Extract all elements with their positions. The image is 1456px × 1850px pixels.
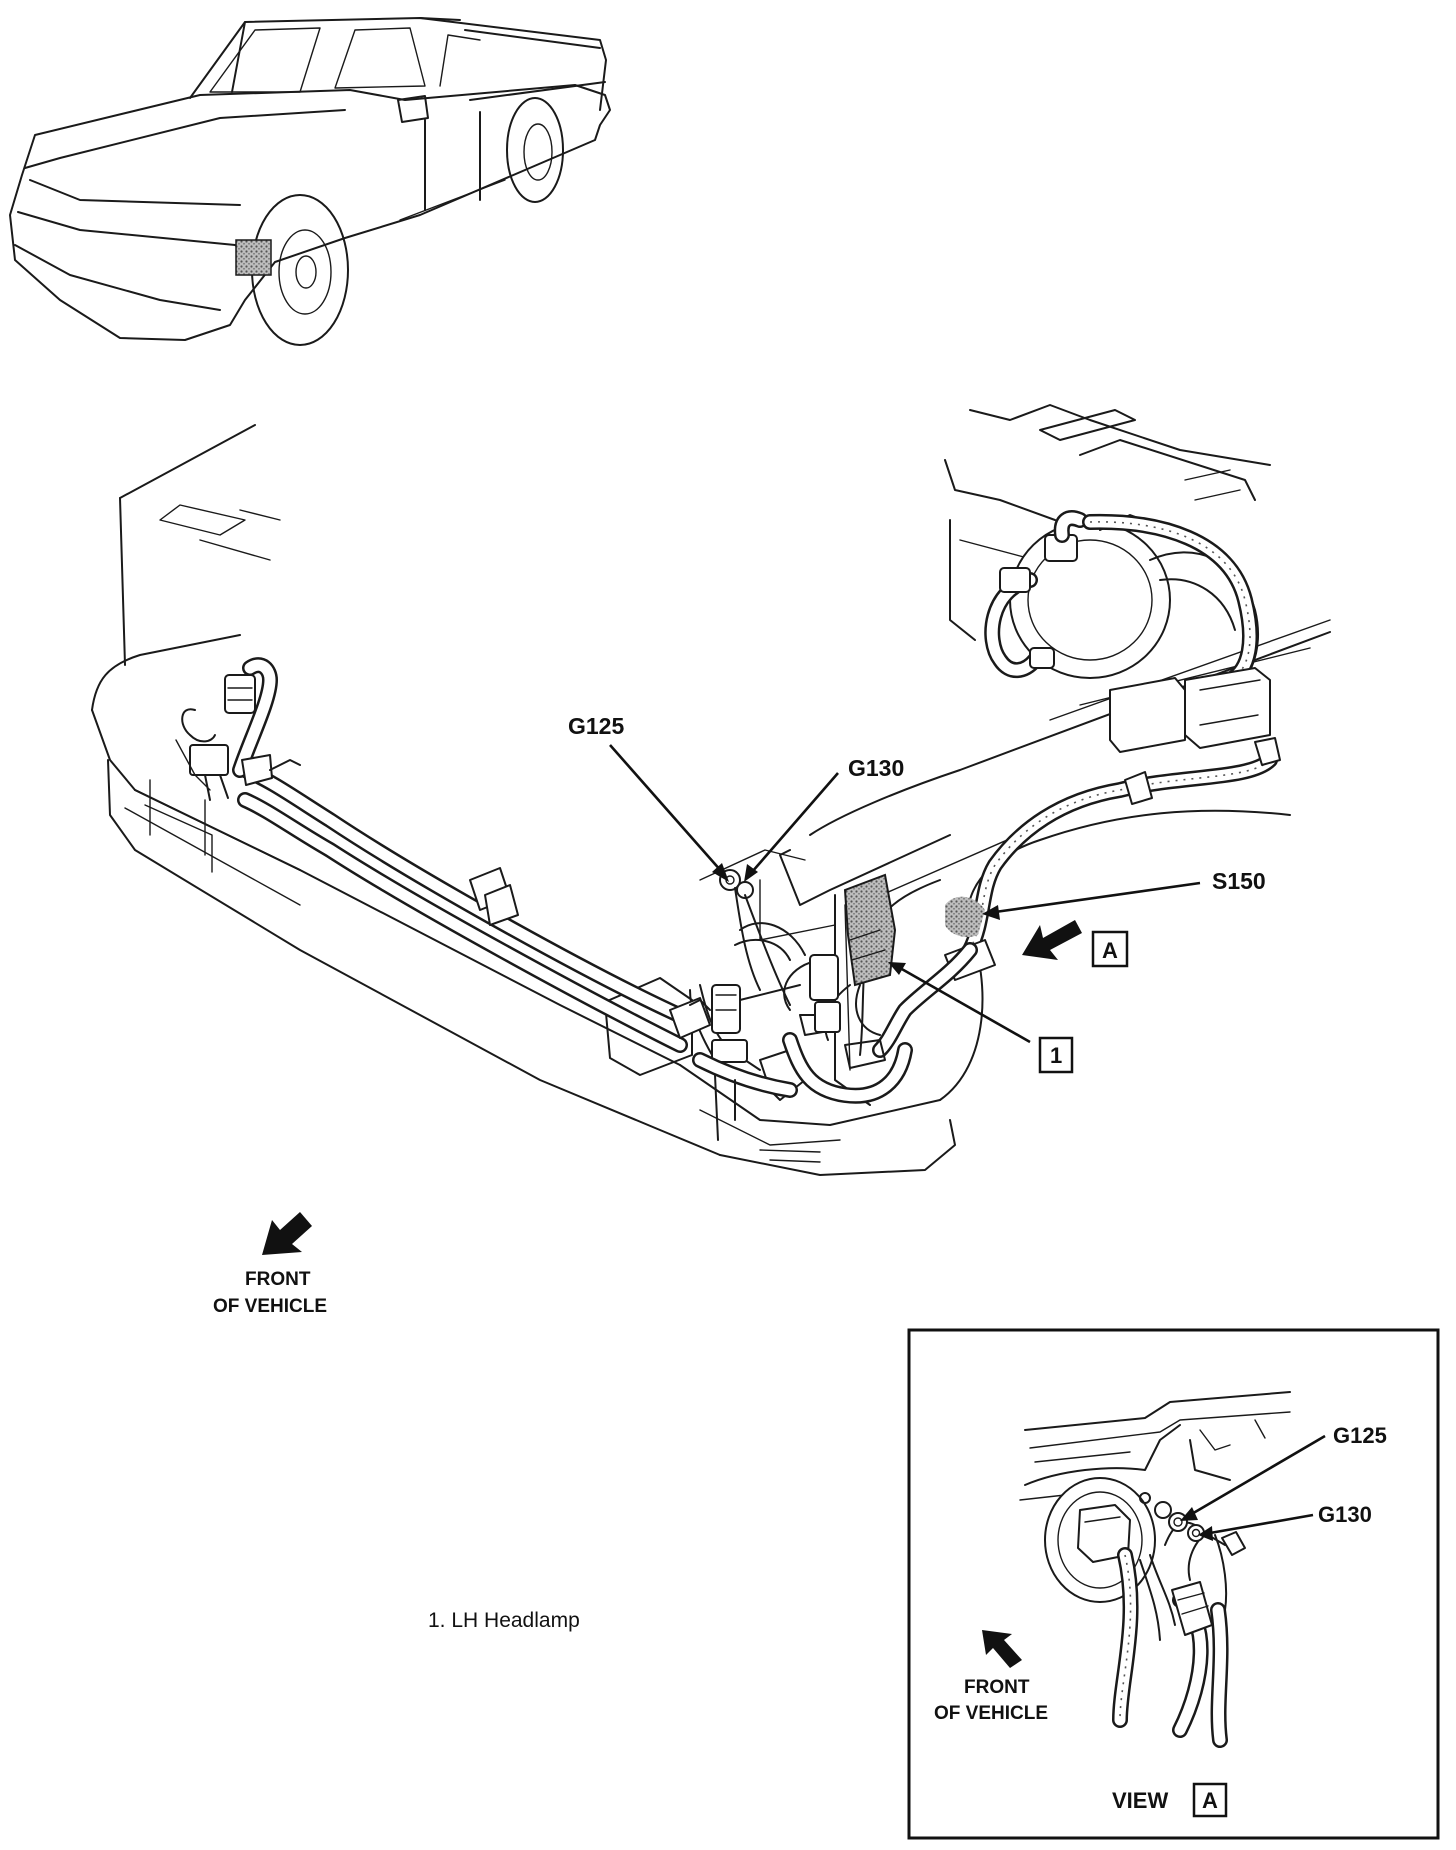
view-a-reference-letter: A [1102,938,1118,963]
callout-g125: G125 [568,713,624,739]
s150-splice-highlight [945,896,985,937]
front-end-assembly-illustration [91,404,1331,1176]
inset-view-letter: A [1202,1788,1218,1813]
inset-view-letter-box [1192,1782,1228,1818]
inset-callout-g125: G125 [1333,1423,1387,1448]
front-of-vehicle-line2: OF VEHICLE [213,1296,327,1317]
item-1-reference-box [1038,1036,1074,1074]
inset-front-of-vehicle-arrow [982,1630,1022,1668]
item-1-reference-number: 1 [1050,1043,1062,1068]
inset-view-label: VIEW [1112,1788,1168,1813]
view-a-inset-frame [907,1328,1440,1840]
inset-callout-g130: G130 [1318,1502,1372,1527]
truck-locator-illustration [9,17,611,346]
front-of-vehicle-arrow [262,1212,312,1255]
view-a-reference-box [1091,930,1129,968]
headlamp-location-highlight [235,239,272,276]
view-a-direction-arrow [1022,920,1082,960]
callouts: G125 G130 S150 A 1 FRONT OF VEHICLE [213,713,1266,1317]
callout-g130: G130 [848,755,904,781]
callout-s150: S150 [1212,868,1266,894]
inset-front-of-vehicle-line1: FRONT [964,1677,1030,1698]
inset-front-of-vehicle-line2: OF VEHICLE [934,1703,1048,1724]
front-of-vehicle-line1: FRONT [245,1269,311,1290]
view-a-inset: G125 G130 FRONT OF VEHICLE VIEW A [907,1328,1440,1840]
lh-headlamp-connector [843,873,897,987]
legend-item-lh-headlamp: 1. LH Headlamp [428,1609,580,1632]
